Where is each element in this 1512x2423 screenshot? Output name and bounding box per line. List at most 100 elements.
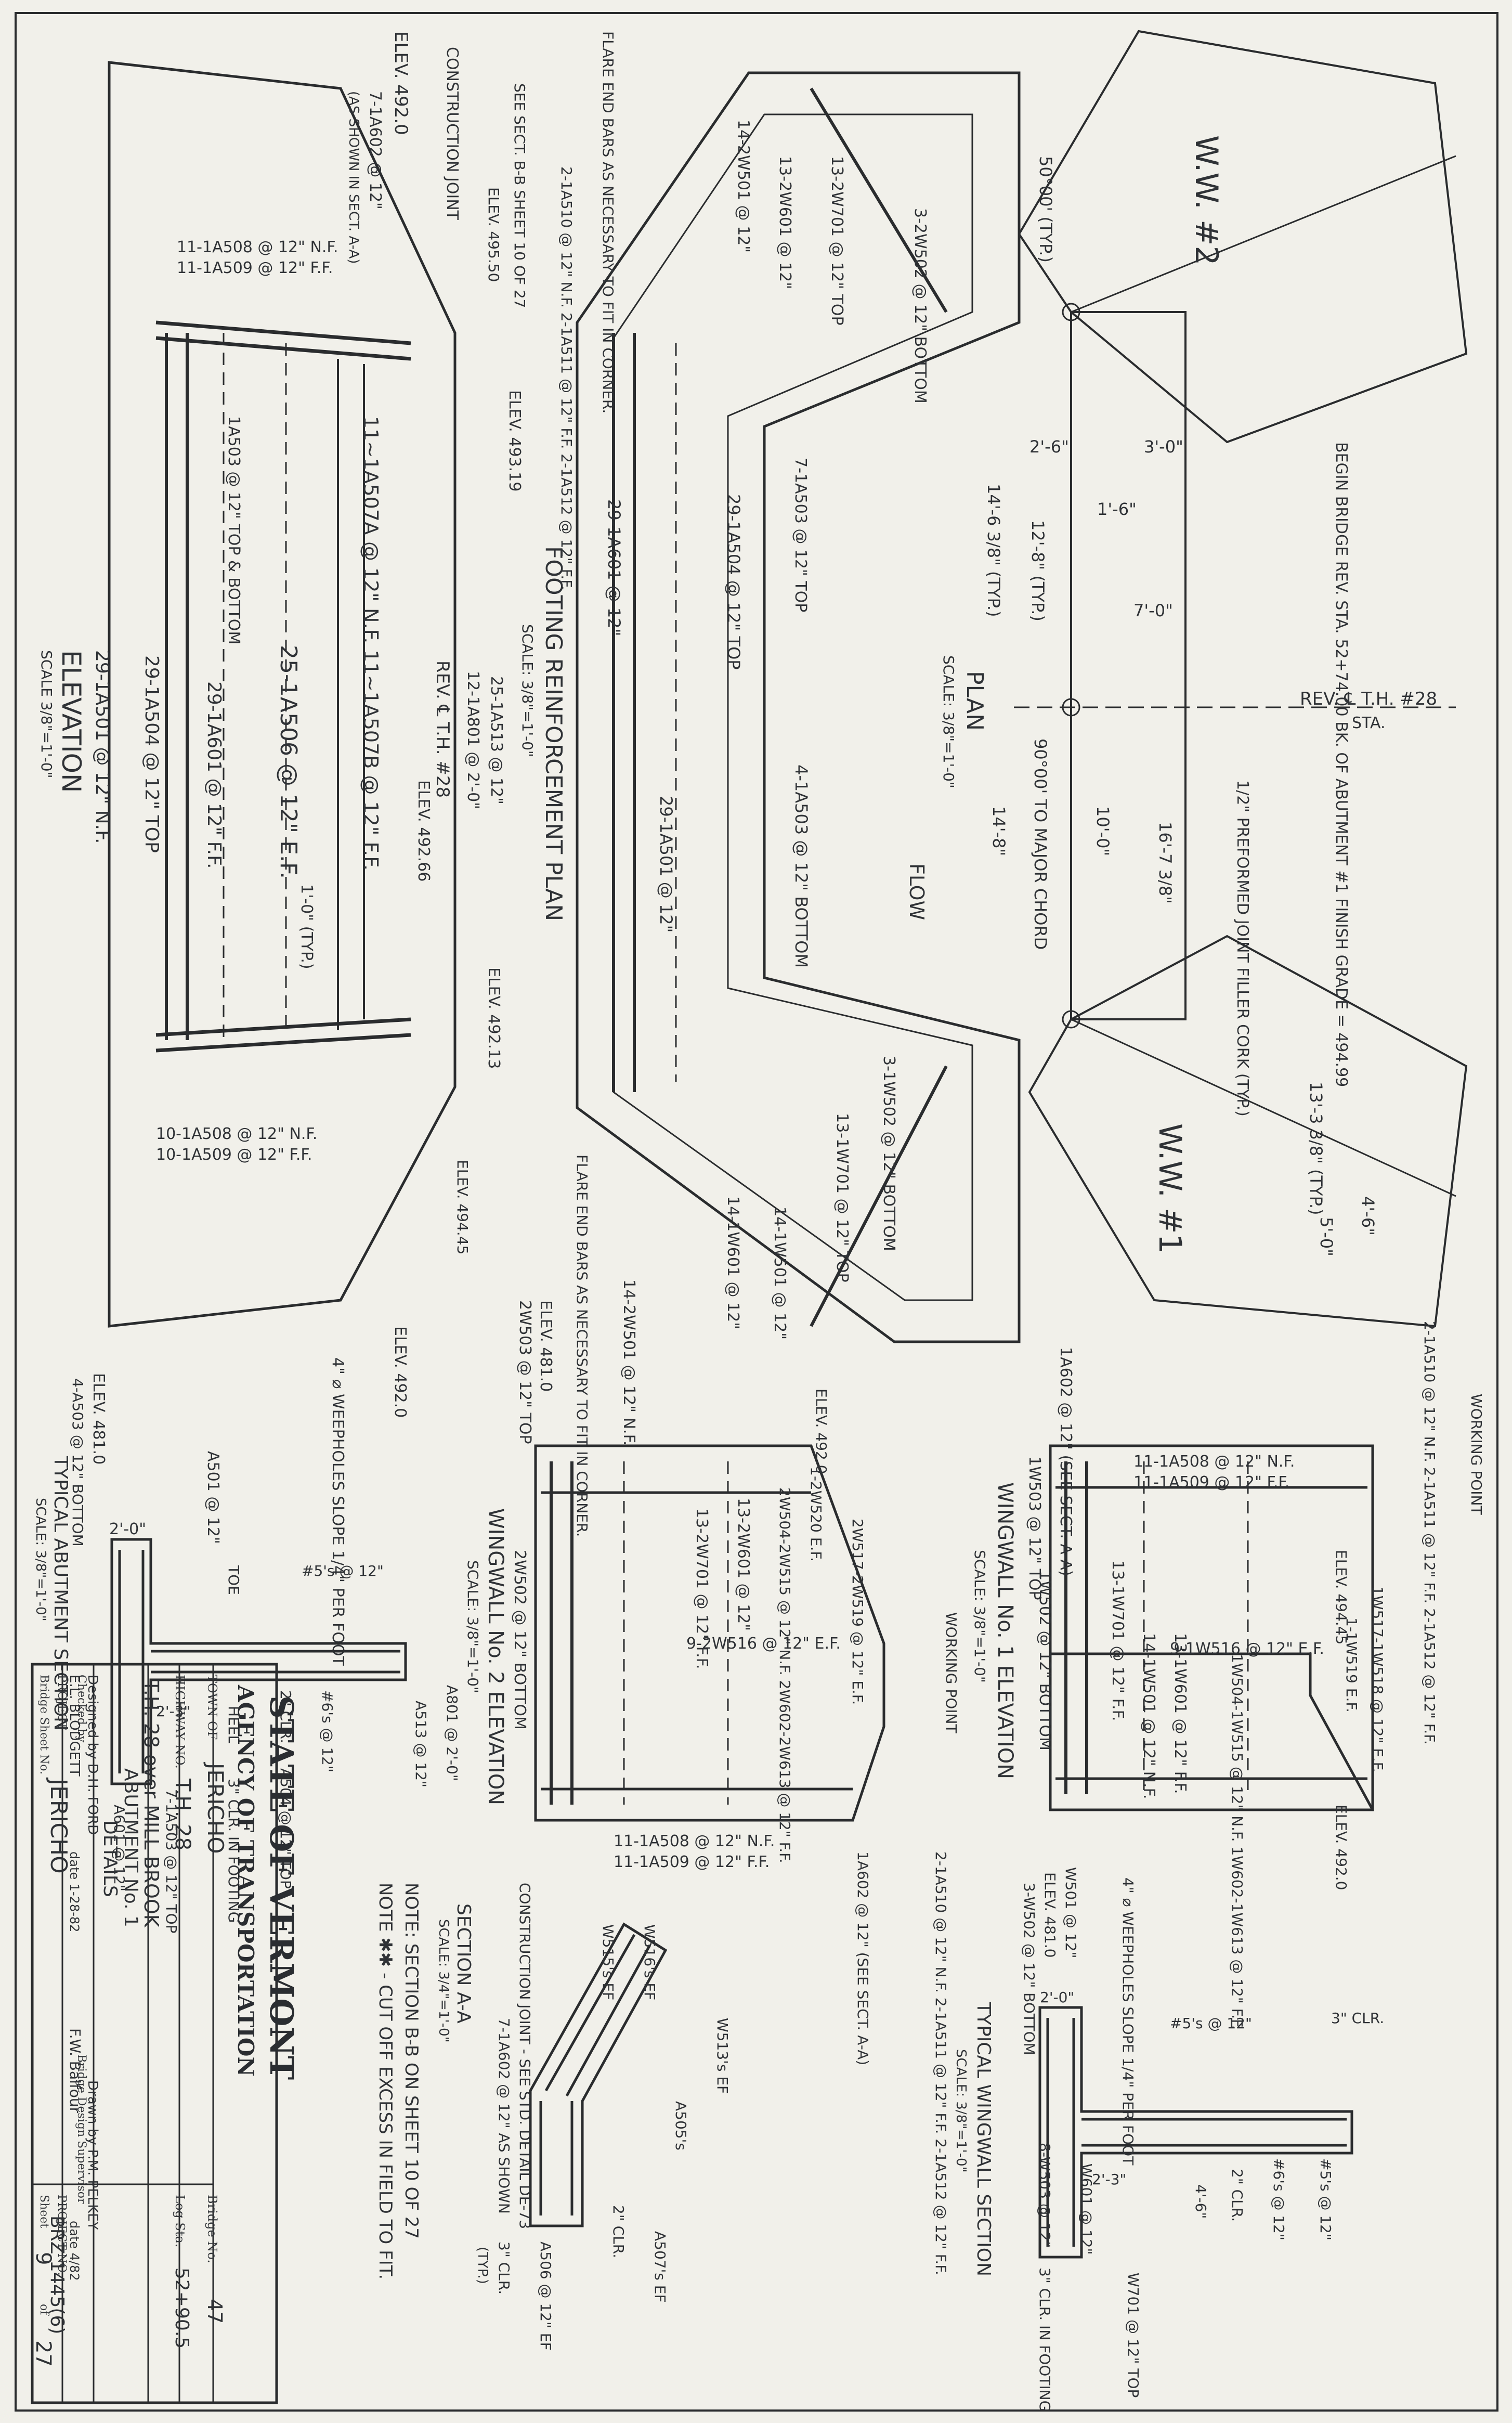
begin-bridge-label: BEGIN BRIDGE REV. STA. 52+74.00 BK. OF A… <box>1332 442 1350 1087</box>
a505-label: A505's <box>672 2101 689 2150</box>
ia503-label: 1A503 @ 12" TOP & BOTTOM <box>225 416 243 644</box>
note-section-bb: NOTE: SECTION B-B ON SHEET 10 OF 27 <box>401 1883 422 2239</box>
wingwall2-view: ELEV. 481.0 2W503 @ 12" TOP 14-2W501 @ 1… <box>464 1279 885 2065</box>
ww2-scale: SCALE: 3/8"=1'-0" <box>464 1560 481 1693</box>
top-rebar <box>155 320 411 345</box>
elevation-view: ELEV. 492.0 CONSTRUCTION JOINT 7-1A602 @… <box>38 31 575 1666</box>
ia503-plan-bot: 4-1A503 @ 12" BOTTOM <box>791 765 811 968</box>
dim-2-3-ww: 2'-3" <box>1092 2171 1126 2188</box>
ia506-label: 25-1A506 @ 12" E.F. <box>275 645 302 879</box>
plan-scale: SCALE: 3/8"=1'-0" <box>940 655 957 788</box>
ia501-plan: 29-1A501 @ 12" <box>656 796 676 932</box>
wp-marker-top <box>1062 303 1080 321</box>
dim-7-0: 7'-0" <box>1133 601 1173 620</box>
five-s-ww-b: #5's @ 12" <box>1317 2158 1334 2240</box>
wingwall-section-outline <box>1038 2006 1353 2259</box>
wingwall1-view: WORKING POINT 2-1A510 @ 12" N.F. 2-1A511… <box>932 1321 1485 2275</box>
elev-4920-ww2: ELEV. 492.0 <box>813 1389 830 1474</box>
bars-ww1-bottom: 2-1A510 @ 12" N.F. 2-1A511 @ 12" F.F. 2-… <box>932 1851 949 2275</box>
working-point-top: WORKING POINT <box>1468 1394 1485 1515</box>
wingwall-section-view: 4" ⌀ WEEPHOLES SLOPE 1/4" PER FOOT W501 … <box>953 1867 1384 2412</box>
six-s-ww: #6's @ 12" <box>1270 2158 1287 2240</box>
footing-scale: SCALE: 3/8"=1'-0" <box>519 624 536 757</box>
clr-3-aa: 3" CLR. <box>496 2241 513 2295</box>
supervisor-label: Bridge Design Supervisor <box>75 2054 88 2204</box>
elev-4810-ww2: ELEV. 481.0 <box>537 1300 555 1392</box>
2w517-label: 2W517-2W519 @ 12" E.F. <box>849 1519 866 1705</box>
plan-title: PLAN <box>961 671 988 731</box>
a503-top-abut: 7-1A503 @ 12" TOP <box>163 1789 180 1934</box>
bottom-rebar-2 <box>155 1033 411 1053</box>
w515-label: W515's EF <box>599 1924 617 2000</box>
sheet-of: of <box>37 2304 50 2316</box>
elev-49319-label: ELEV. 493.19 <box>505 390 524 491</box>
w701-label: W701 @ 12" TOP <box>1125 2273 1142 2398</box>
plan-ww2-outline <box>1018 30 1468 444</box>
notes: NOTE: SECTION B-B ON SHEET 10 OF 27 NOTE… <box>375 1883 422 2279</box>
agency-line-1: STATE OF VERMONT <box>263 1695 301 2080</box>
elev-49266-label: ELEV. 492.66 <box>414 780 433 882</box>
elev-49213-label: ELEV. 492.13 <box>485 967 503 1069</box>
supervisor-name: F.W. Balfour <box>67 2028 84 2114</box>
a501-abut: A501 @ 12" <box>204 1451 222 1544</box>
clr-2-abut: 2" CLR. <box>277 1690 294 1743</box>
section-aa-outline <box>529 1922 668 2227</box>
flare-note-bot: FLARE END BARS AS NECESSARY TO FIT IN CO… <box>573 1155 591 1537</box>
2w503-label: 2W503 @ 12" TOP <box>516 1300 534 1444</box>
abut-section-title: TYPICAL ABUTMENT SECTION <box>50 1456 71 1731</box>
ww1-body <box>1049 1444 1374 1811</box>
plan-view: W.W. #2 50°00' (TYP.) BEGIN BRIDGE REV. … <box>905 30 1468 1328</box>
ia508-ww1: 11-1A508 @ 12" N.F. <box>1133 1453 1295 1471</box>
a506-label: A506 @ 12" EF <box>537 2241 554 2351</box>
dim-4-6-ww: 4'-6" <box>1192 2184 1209 2219</box>
aa-bar-2 <box>565 1944 651 2097</box>
1w601-plan: 14-1W601 @ 12" <box>724 1196 742 1329</box>
elev-49445-ww1: ELEV. 494.45 <box>1333 1550 1350 1644</box>
note-cut-off: NOTE ✱✱ - CUT OFF EXCESS IN FIELD TO FIT… <box>375 1883 396 2279</box>
bottom-rebar <box>155 1017 411 1037</box>
agency-line-2: AGENCY OF TRANSPORTATION <box>233 1685 258 2077</box>
desc-line-3: DETAILS <box>99 1820 121 1897</box>
1w503-label: 1W503 @ 12" TOP <box>1025 1456 1044 1600</box>
w601-label: W601 @ 12" <box>1078 2163 1095 2254</box>
project-no-value: BRZ 1445(6) <box>46 2215 68 2334</box>
1w519-label: 1-1W519 E.F. <box>1343 1617 1360 1713</box>
a504-abut: A504 @ 12" TOP <box>277 1768 294 1889</box>
weepholes-label: 4" ⌀ WEEPHOLES SLOPE 1/4" PER FOOT <box>329 1357 347 1666</box>
a507-label: A507's EF <box>651 2231 669 2303</box>
elev-492-label: ELEV. 492.0 <box>390 31 411 135</box>
2w701-label: 13-2W701 @ 12" F.F. <box>693 1508 711 1669</box>
angle-50-label: 50°00' (TYP.) <box>1036 156 1055 263</box>
see-sect-bb-label: SEE SECT. B-B SHEET 10 OF 27 <box>511 83 528 308</box>
ia504-plan: 29-1A504 @ 12" TOP <box>724 494 744 670</box>
elev-49550-label: ELEV. 495.50 <box>485 187 502 282</box>
sheet-border <box>15 12 1498 2412</box>
sta-label: STA. <box>1352 714 1386 732</box>
ia508-top-label: 11-1A508 @ 12" N.F. <box>177 238 338 256</box>
plan-ww1-outline <box>1028 935 1468 1328</box>
elevation-scale: SCALE 3/8"=1'-0" <box>38 650 55 778</box>
elev-49445-label: ELEV. 494.45 <box>454 1160 471 1254</box>
ia602-ww1: 1A602 @ 12" (SEE SECT. A-A) <box>1057 1347 1075 1576</box>
dim-2-0-abut: 2'-0" <box>109 1520 146 1538</box>
1w504-label: 1W504-1W515 @ 12" N.F. 1W602-1W613 @ 12"… <box>1229 1654 1246 2030</box>
footing-inner <box>612 113 973 1301</box>
dim-4-6: 4'-6" <box>1358 1196 1378 1236</box>
rev-th28-plan: REV. ℄ T.H. #28 <box>1300 689 1437 709</box>
sheet-total: 27 <box>31 2340 55 2367</box>
flare-note-top: FLARE END BARS AS NECESSARY TO FIT IN CO… <box>599 31 617 413</box>
ia501-label: 29-1A501 @ 12" N.F. <box>92 650 113 844</box>
desc-line-1: T.H. 28 over MILL BROOK <box>140 1679 163 1928</box>
as-shown-label: (AS SHOWN IN SECT. A-A) <box>346 91 361 264</box>
typ-10-label: 1'-0" (TYP.) <box>297 884 316 969</box>
typ-aa: (TYP.) <box>475 2247 490 2284</box>
dim-12-8: 12'-8" (TYP.) <box>1028 520 1048 621</box>
ww-section-title: TYPICAL WINGWALL SECTION <box>973 2002 994 2276</box>
ia509-ww2: 11-1A509 @ 12" F.F. <box>614 1853 770 1871</box>
ww-section-scale: SCALE: 3/8"=1'-0" <box>953 2049 969 2173</box>
ia508-ww2: 11-1A508 @ 12" N.F. <box>614 1832 775 1850</box>
ww2-label: W.W. #2 <box>1188 135 1224 266</box>
sheet-label: Sheet <box>37 2195 50 2228</box>
wp-marker-center <box>1062 698 1080 717</box>
